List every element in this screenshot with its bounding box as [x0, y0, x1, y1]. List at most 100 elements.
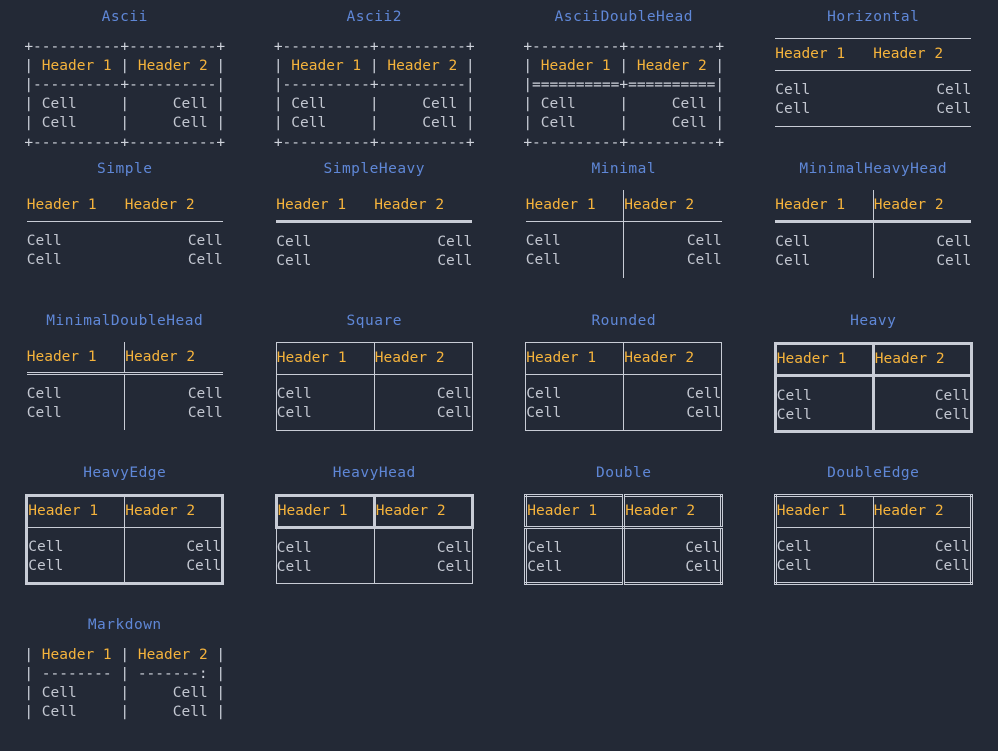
table-row: | Header 1 | Header 2 | [523, 57, 724, 76]
table-rule: | [361, 115, 388, 132]
table-row: | Header 1 | Header 2 | [24, 646, 225, 665]
table-title: Double [596, 465, 652, 481]
table-cell: Cell [41, 96, 112, 113]
column-header-1: Header 1 [525, 342, 625, 375]
table-cell: Cell [187, 233, 223, 249]
table-rule: | [273, 115, 292, 132]
table-cell: Cell [525, 233, 561, 249]
column-header-2: Header 2 [873, 495, 972, 528]
table-row: |==========+==========| [523, 76, 724, 95]
table-rule: +----------+----------+ [523, 38, 725, 55]
table-rule: | [24, 646, 42, 663]
table-title: Minimal [591, 161, 657, 177]
table-title: MinimalHeavyHead [799, 161, 948, 177]
table-title: DoubleEdge [827, 465, 920, 481]
table-title: Markdown [87, 617, 162, 633]
table-panel-ascii: Ascii+----------+----------+| Header 1 |… [0, 0, 250, 152]
table-rule: |----------+----------| [24, 76, 226, 93]
table-row: | Cell | Cell | [24, 95, 225, 114]
column-header-2: Header 2 [623, 342, 722, 375]
table-cell: Cell [387, 96, 458, 113]
table-rule: | -------- | -------: | [24, 665, 226, 682]
table-cell: Cell [187, 386, 223, 402]
column-header: Header 1 [291, 57, 362, 74]
table-rule: |----------+----------| [273, 76, 475, 93]
table-cell: Cell [776, 557, 812, 574]
column-header-1: Header 1 [276, 189, 375, 223]
table-rule: | [273, 96, 292, 113]
table-cell: Cell [686, 233, 722, 249]
column-header-2: Header 2 [374, 342, 473, 375]
table-rule: | [207, 96, 226, 113]
table-cell: Cell [436, 539, 472, 556]
table-title: HeavyHead [332, 465, 416, 481]
column-header-1: Header 1 [525, 495, 626, 529]
table-cell: Cell [936, 81, 972, 98]
table-rule: +----------+----------+ [24, 134, 226, 151]
table-panel-ascii2: Ascii2 +----------+----------+| Header 1 … [250, 0, 500, 152]
column-header-2: Header 2 [124, 189, 223, 222]
table-cell: Cell [186, 538, 222, 555]
table-title: SimpleHeavy [323, 161, 426, 177]
table-cell: Cell [26, 252, 62, 269]
table-row: | -------- | -------: | [24, 665, 225, 684]
table-cell: Cell [41, 684, 112, 701]
table-cell: Cell [137, 704, 208, 721]
ascii-table-asciidoublehead: +----------+----------+ | Header 1 | Head… [523, 38, 724, 153]
table-cell: Cell [187, 405, 223, 422]
table-title: Heavy [850, 313, 897, 329]
table-cell: Cell [636, 96, 707, 113]
table-title: Ascii2 [346, 9, 402, 25]
table-title: Horizontal [827, 9, 920, 25]
column-header: Header 2 [636, 57, 707, 74]
table-cell: Cell [276, 253, 312, 270]
table-rule: | [457, 57, 475, 74]
table-rule: | [610, 57, 637, 74]
column-header-1: Header 1 [775, 189, 874, 223]
table-cell: Cell [137, 684, 208, 701]
column-header-2: Header 2 [623, 189, 722, 222]
ascii-table-ascii2: +----------+----------+| Header 1 | Head… [274, 38, 475, 153]
table-cell: Cell [137, 96, 208, 113]
table-row: +----------+----------+ [274, 38, 475, 57]
table-row: |----------+----------| [24, 76, 225, 95]
table-cell: Cell [685, 558, 721, 575]
table-row: +----------+----------+ [24, 38, 225, 57]
table-cell: Cell [776, 538, 812, 555]
table-cell: Cell [41, 704, 112, 721]
table-cell: Cell [276, 404, 312, 421]
table-row: | Cell | Cell | [274, 114, 475, 133]
